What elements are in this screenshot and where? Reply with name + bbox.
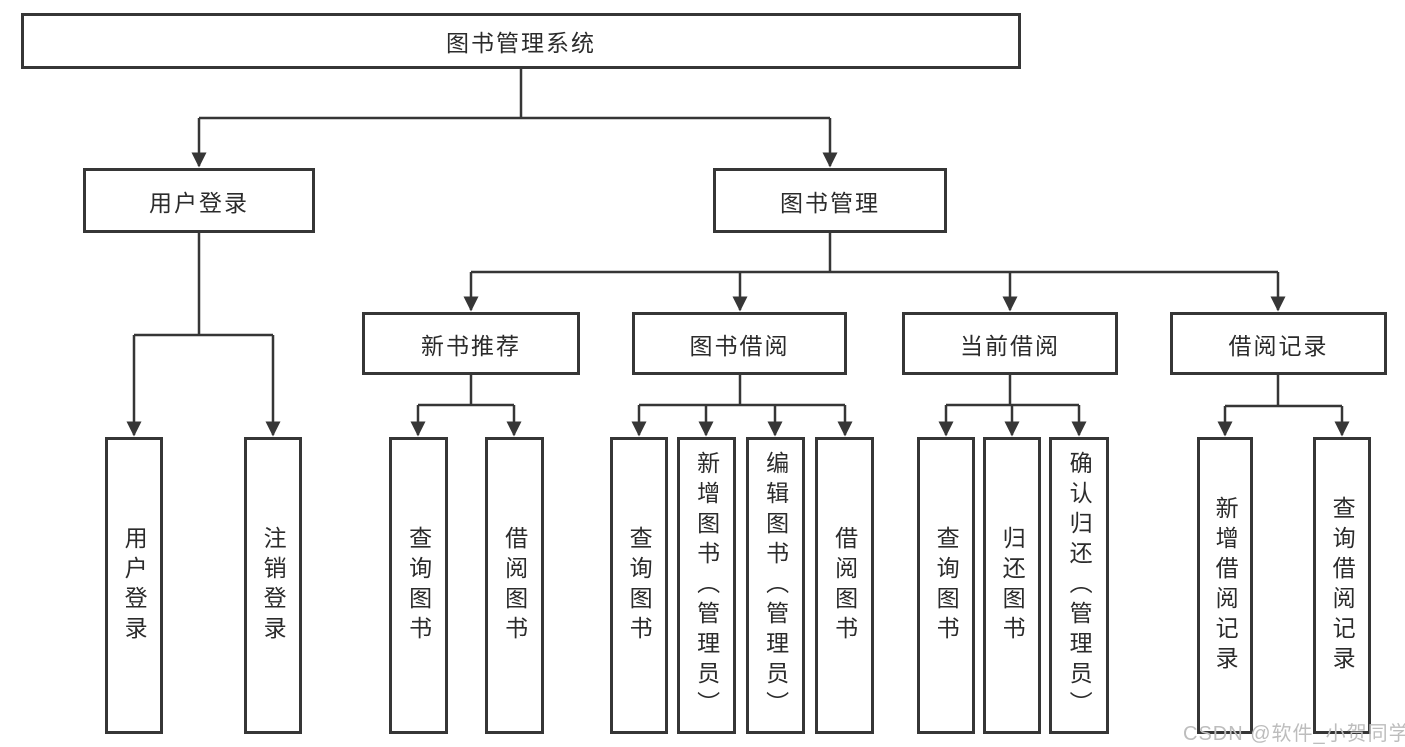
- leaf-query-books-current-label: 查询图书: [933, 525, 960, 646]
- leaf-borrow-books-newbook-label: 借阅图书: [501, 525, 528, 646]
- leaf-borrow-books-newbook: 借阅图书: [485, 437, 544, 734]
- connector-book-mgmt-to-level3: [463, 233, 1286, 312]
- node-borrowing-records: 借阅记录: [1170, 312, 1387, 375]
- leaf-query-books-current: 查询图书: [917, 437, 975, 734]
- node-user-login: 用户登录: [83, 168, 315, 233]
- leaf-user-login-label: 用户登录: [121, 525, 148, 646]
- leaf-return-books: 归还图书: [983, 437, 1041, 734]
- connector-root-to-level2: [191, 69, 838, 168]
- leaf-edit-books-admin: 编辑图书（管理员）: [746, 437, 805, 734]
- leaf-query-borrow-record: 查询借阅记录: [1313, 437, 1371, 734]
- node-book-borrowing: 图书借阅: [632, 312, 847, 375]
- leaf-add-books-admin-label: 新增图书（管理员）: [693, 450, 720, 721]
- connector-new-book-to-leaves: [410, 375, 522, 437]
- connector-borrow-records-to-leaves: [1217, 375, 1350, 437]
- node-root-library-system: 图书管理系统: [21, 13, 1021, 69]
- leaf-borrow-books-label: 借阅图书: [831, 525, 858, 646]
- leaf-query-books-borrow: 查询图书: [610, 437, 668, 734]
- leaf-query-books-newbook: 查询图书: [389, 437, 448, 734]
- node-current-borrowing: 当前借阅: [902, 312, 1118, 375]
- leaf-logout: 注销登录: [244, 437, 302, 734]
- connector-current-borrow-to-leaves: [938, 375, 1087, 437]
- connector-book-borrow-to-leaves: [631, 375, 853, 437]
- connector-user-login-to-leaves: [126, 233, 281, 437]
- node-new-book-recommendation: 新书推荐: [362, 312, 580, 375]
- leaf-return-books-label: 归还图书: [999, 525, 1026, 646]
- leaf-add-borrow-record: 新增借阅记录: [1197, 437, 1253, 734]
- leaf-query-borrow-record-label: 查询借阅记录: [1329, 495, 1356, 676]
- csdn-watermark: CSDN @软件_小贺同学: [1183, 723, 1405, 745]
- leaf-confirm-return-admin-label: 确认归还（管理员）: [1066, 450, 1093, 721]
- leaf-query-books-borrow-label: 查询图书: [626, 525, 653, 646]
- leaf-add-borrow-record-label: 新增借阅记录: [1212, 495, 1239, 676]
- leaf-add-books-admin: 新增图书（管理员）: [677, 437, 736, 734]
- leaf-borrow-books: 借阅图书: [815, 437, 874, 734]
- leaf-edit-books-admin-label: 编辑图书（管理员）: [762, 450, 789, 721]
- leaf-confirm-return-admin: 确认归还（管理员）: [1049, 437, 1109, 734]
- leaf-logout-label: 注销登录: [260, 525, 287, 646]
- node-book-management: 图书管理: [713, 168, 947, 233]
- leaf-user-login: 用户登录: [105, 437, 163, 734]
- leaf-query-books-newbook-label: 查询图书: [405, 525, 432, 646]
